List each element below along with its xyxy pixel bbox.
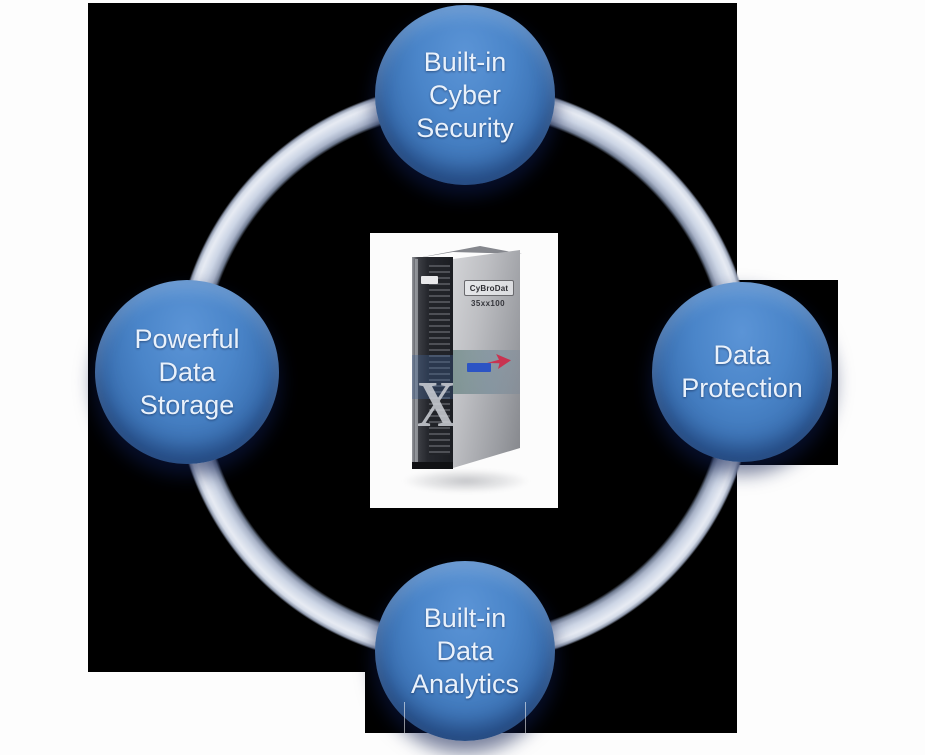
front-reflection-band [412, 355, 453, 399]
node-label-line: Data [158, 356, 216, 387]
appliance-reflection [402, 469, 530, 493]
vendor-logo-bar-icon [467, 363, 491, 372]
appliance-front-face: X [412, 257, 456, 469]
edge-artifact-line [525, 702, 526, 733]
appliance-base [412, 462, 453, 469]
appliance-side-face: CyBroDat 35xx100 [453, 250, 520, 468]
rack-rail [415, 259, 418, 465]
node-built-in-data-analytics: Built-in Data Analytics [375, 561, 555, 741]
model-text: 35xx100 [471, 299, 505, 308]
side-reflection-band [453, 350, 520, 394]
node-label-line: Built-in [423, 602, 507, 633]
edge-artifact-line [404, 702, 405, 733]
node-label-line: Analytics [410, 668, 520, 699]
front-x-letter: X [417, 367, 456, 441]
node-label-line: Data [713, 340, 771, 370]
node-built-in-cyber-security: Built-in Cyber Security [375, 5, 555, 185]
front-label-chip [421, 276, 438, 284]
node-label-line: Data [436, 635, 494, 666]
node-label-line: Powerful [134, 323, 240, 354]
node-label-line: Storage [139, 389, 235, 420]
rack-vents [429, 265, 450, 455]
node-label-line: Security [416, 112, 514, 143]
node-label-line: Protection [681, 373, 803, 403]
node-powerful-data-storage: Powerful Data Storage [95, 280, 279, 464]
appliance-photo: X CyBroDat 35xx100 [370, 233, 558, 508]
node-label-line: Cyber [428, 79, 502, 110]
node-data-protection: Data Protection [652, 282, 832, 462]
node-label-line: Built-in [423, 46, 507, 77]
brand-plate: CyBroDat [464, 280, 514, 296]
